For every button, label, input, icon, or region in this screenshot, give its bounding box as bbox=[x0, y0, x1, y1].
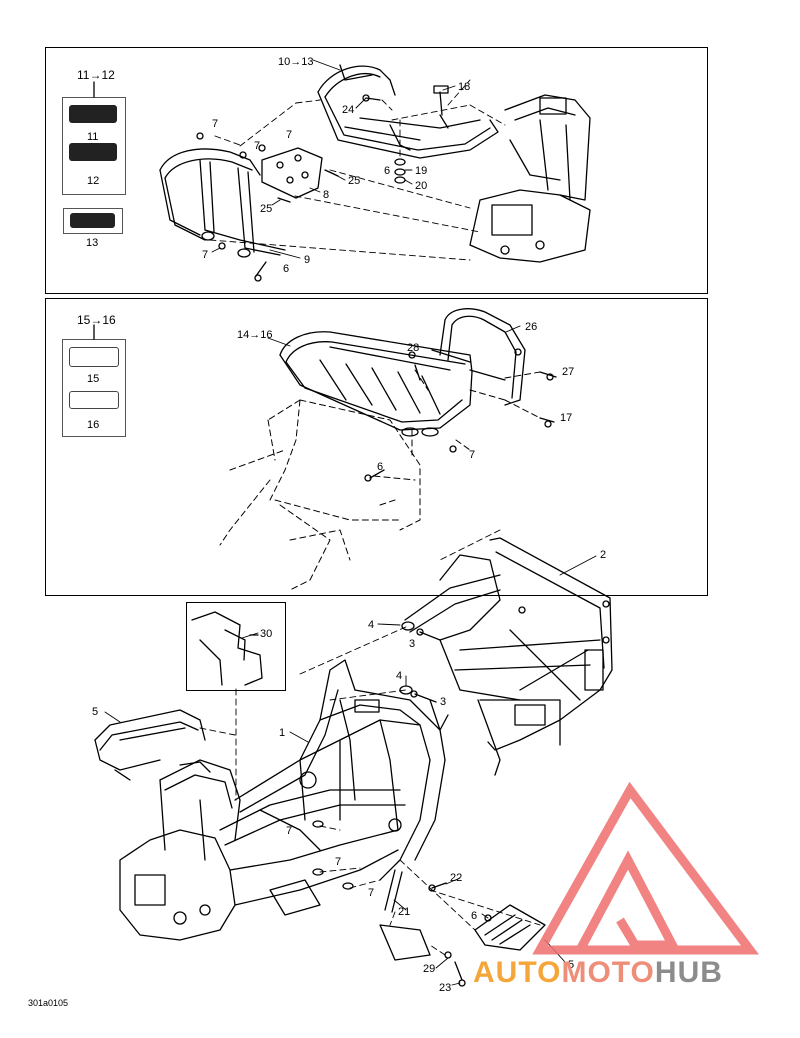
callout-24: 24 bbox=[342, 104, 355, 116]
callout-6c: 6 bbox=[377, 461, 384, 473]
callout-4b: 4 bbox=[396, 670, 403, 682]
callout-4a: 4 bbox=[368, 619, 375, 631]
callout-5a: 5 bbox=[92, 706, 99, 718]
callout-6a: 6 bbox=[384, 165, 391, 177]
callout-7h: 7 bbox=[368, 887, 375, 899]
callout-8: 8 bbox=[323, 189, 330, 201]
callout-3a: 3 bbox=[409, 638, 416, 650]
callout-6d: 6 bbox=[471, 910, 478, 922]
callout-30: 30 bbox=[260, 628, 273, 640]
watermark-hub: HUB bbox=[654, 956, 723, 989]
callout-7f: 7 bbox=[286, 825, 293, 837]
callout-19: 19 bbox=[415, 165, 428, 177]
callout-25a: 25 bbox=[348, 175, 361, 187]
callout-17: 17 bbox=[560, 412, 573, 424]
callout-20: 20 bbox=[415, 180, 428, 192]
decal-label-13: 13 bbox=[86, 237, 99, 249]
callout-10-13: 10→13 bbox=[278, 56, 314, 68]
decal-label-11: 11 bbox=[87, 131, 99, 143]
decal-13 bbox=[63, 208, 123, 234]
callout-3b: 3 bbox=[440, 696, 447, 708]
callout-7d: 7 bbox=[202, 249, 209, 261]
callout-7c: 7 bbox=[286, 129, 293, 141]
top-panel bbox=[45, 47, 708, 294]
range-label-11-12: 11→12 bbox=[77, 68, 115, 82]
decal-11 bbox=[62, 97, 126, 195]
decal-label-15: 15 bbox=[87, 373, 100, 385]
middle-panel bbox=[45, 298, 708, 596]
callout-21: 21 bbox=[398, 906, 411, 918]
callout-1: 1 bbox=[279, 727, 286, 739]
callout-7g: 7 bbox=[335, 856, 342, 868]
callout-5b: 5 bbox=[568, 959, 575, 971]
callout-9: 9 bbox=[304, 254, 311, 266]
drawing-code: 301a0105 bbox=[28, 998, 69, 1008]
callout-6b: 6 bbox=[283, 263, 290, 275]
callout-2: 2 bbox=[600, 549, 607, 561]
callout-25b: 25 bbox=[260, 203, 273, 215]
callout-7b: 7 bbox=[254, 140, 261, 152]
callout-27: 27 bbox=[562, 366, 575, 378]
range-label-15-16: 15→16 bbox=[77, 313, 116, 327]
callout-7a: 7 bbox=[212, 118, 219, 130]
decal-label-12: 12 bbox=[87, 175, 100, 187]
callout-26: 26 bbox=[525, 321, 538, 333]
watermark-auto: AUTO bbox=[473, 956, 562, 989]
callout-23: 23 bbox=[439, 982, 452, 994]
callout-7e: 7 bbox=[469, 449, 476, 461]
watermark-moto: MOTO bbox=[561, 956, 655, 989]
decal-label-16: 16 bbox=[87, 419, 100, 431]
callout-29: 29 bbox=[423, 963, 436, 975]
callout-14-16: 14→16 bbox=[237, 329, 273, 341]
automotohub-logo-icon bbox=[532, 781, 759, 955]
watermark-text: AUTOMOTOHUB bbox=[473, 956, 723, 990]
